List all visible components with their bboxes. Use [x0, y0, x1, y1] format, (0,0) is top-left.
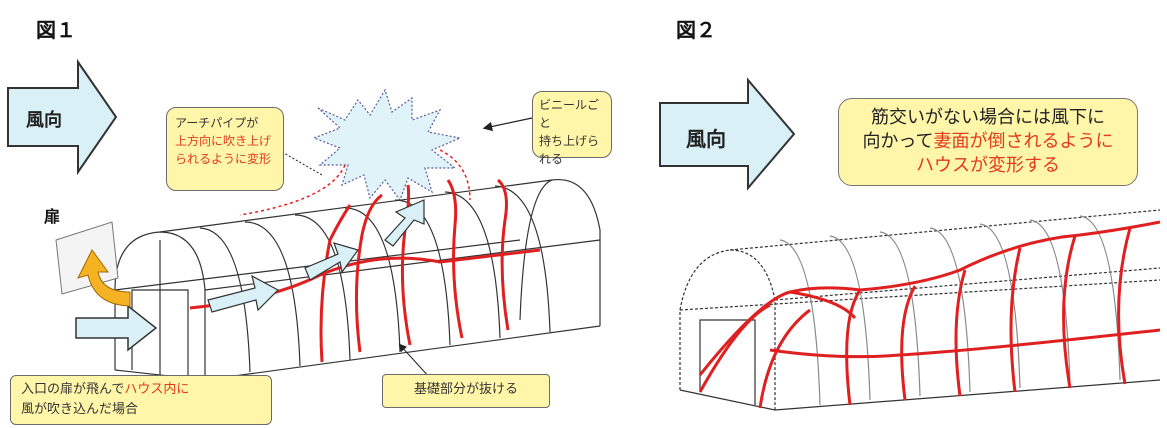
greenhouse-2 [679, 209, 1161, 411]
entrance-text-3: 風が吹き込んだ場合 [21, 402, 139, 417]
wind-direction-label-2: 風向 [686, 127, 726, 151]
door-swing-arrow [77, 249, 131, 307]
inner-wind-arrow-2 [304, 242, 359, 281]
wind-direction-arrow-2 [659, 77, 796, 191]
inner-wind-arrow-3 [384, 199, 425, 247]
vinyl-callout: ビニールごと 持ち上げら れる [532, 91, 612, 166]
vinyl-line3: れる [539, 152, 564, 166]
arch-pipe-line1: アーチパイプが [175, 116, 259, 130]
arch-pipe-line3: られるように変形 [175, 152, 272, 166]
arch-note-pointer [281, 151, 323, 176]
entrance-callout: 入口の扉が飛んでハウス内に 風が吹き込んだ場合 [10, 375, 272, 425]
vinyl-line1: ビニールごと [539, 98, 600, 130]
entrance-text-1: 入口の扉が飛んで [21, 382, 125, 397]
flying-door [55, 221, 119, 295]
arch-pipe-line2: 上方向に吹き上げ [175, 134, 272, 148]
figure-2-title: 図２ [676, 18, 716, 42]
inner-wind-arrow-1 [207, 274, 279, 313]
entrance-wind-arrow [75, 304, 158, 352]
burst-leader-right [439, 149, 471, 201]
fig2-note-part4: ハウスが変形する [916, 155, 1060, 176]
burst-leader-left [239, 164, 346, 216]
foundation-callout: 基礎部分が抜ける [382, 374, 550, 408]
wind-direction-label: 風向 [26, 110, 62, 131]
wind-direction-arrow [7, 58, 118, 176]
fig2-note-part3: 妻面が倒されるように [933, 131, 1114, 152]
foundation-note-pointer [398, 343, 431, 379]
fig2-note-line1: 筋交いがない場合には風下に [871, 107, 1105, 128]
deformation-lines-1 [189, 178, 541, 363]
arch-pipe-callout: アーチパイプが 上方向に吹き上げ られるように変形 [166, 107, 284, 191]
fig2-callout: 筋交いがない場合には風下に 向かって妻面が倒されるように ハウスが変形する [838, 98, 1138, 186]
door-label: 扉 [44, 207, 61, 226]
entrance-text-2: ハウス内に [124, 382, 190, 397]
deformation-lines-2 [698, 220, 1161, 409]
vinyl-line2: 持ち上げら [539, 134, 600, 148]
vinyl-note-pointer [482, 117, 533, 132]
fig2-note-part2: 向かって [862, 131, 934, 152]
burst-shape [312, 88, 463, 202]
figure-1-title: 図１ [36, 18, 76, 42]
